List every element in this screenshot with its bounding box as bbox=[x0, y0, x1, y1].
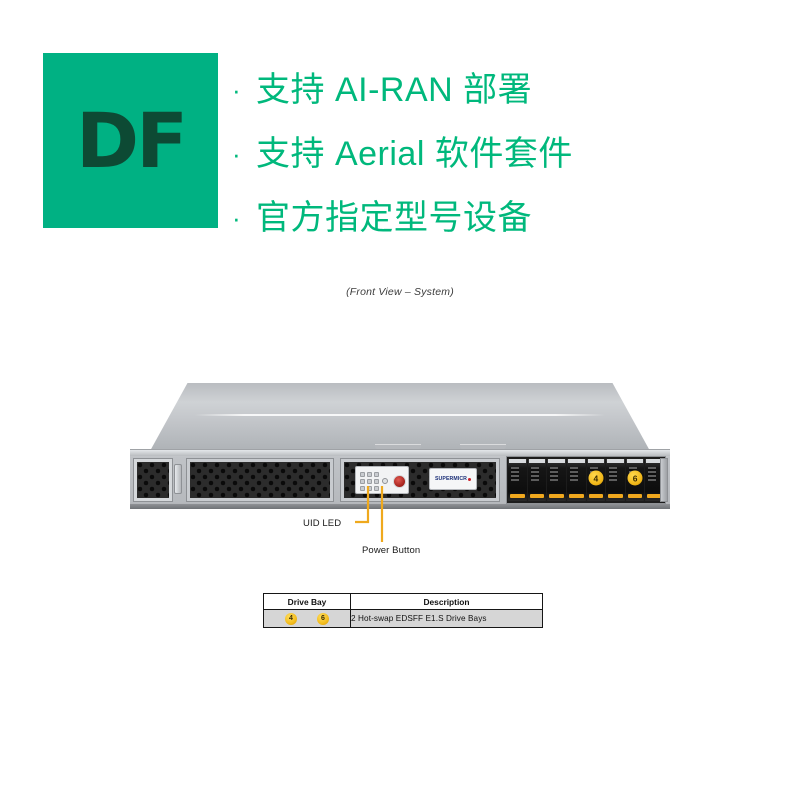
status-led bbox=[367, 486, 372, 491]
feature-item-1: · 支持 AI-RAN 部署 bbox=[232, 58, 772, 122]
feature-item-2: · 支持 Aerial 软件套件 bbox=[232, 122, 772, 186]
feature-list: · 支持 AI-RAN 部署 · 支持 Aerial 软件套件 · 官方指定型号… bbox=[232, 58, 772, 250]
bay-badge-6: 6 bbox=[317, 612, 329, 625]
drive-bay-bank: 4 6 bbox=[506, 456, 666, 504]
bullet-icon: · bbox=[232, 203, 242, 233]
control-panel-module: SUPERMICR bbox=[340, 458, 500, 502]
vent-mesh bbox=[190, 462, 330, 498]
status-led bbox=[360, 479, 365, 484]
status-led bbox=[360, 486, 365, 491]
feature-item-3-label: 官方指定型号设备 bbox=[256, 199, 532, 237]
slot-top-edge bbox=[646, 459, 663, 463]
table-row: 4 6 2 Hot-swap EDSFF E1.S Drive Bays bbox=[263, 609, 543, 628]
table-header-description: Description bbox=[350, 593, 543, 610]
control-panel-plate bbox=[355, 466, 409, 494]
table-cell-drive-bay-badges: 4 6 bbox=[263, 609, 351, 628]
slot-latch-icon bbox=[608, 494, 623, 498]
slot-vent-icon bbox=[530, 467, 539, 481]
drive-bay-slot-6[interactable]: 6 bbox=[625, 459, 645, 501]
slot-top-edge bbox=[509, 459, 526, 463]
status-led bbox=[367, 479, 372, 484]
ear-vent-mesh bbox=[137, 462, 169, 498]
chassis-top-rail bbox=[130, 450, 670, 456]
chassis-lid-notch bbox=[375, 444, 421, 451]
slot-vent-icon bbox=[569, 467, 578, 481]
power-button-icon[interactable] bbox=[393, 475, 406, 488]
status-led-cluster bbox=[360, 472, 379, 491]
status-led bbox=[367, 472, 372, 477]
slot-latch-icon bbox=[568, 494, 584, 498]
brand-logo-tile: DF bbox=[43, 53, 218, 228]
slot-top-edge bbox=[548, 459, 565, 463]
feature-item-2-label: 支持 Aerial 软件套件 bbox=[256, 135, 573, 173]
slot-top-edge bbox=[626, 459, 644, 463]
bullet-icon: · bbox=[232, 139, 242, 169]
promo-block: DF · 支持 AI-RAN 部署 · 支持 Aerial 软件套件 · 官方指… bbox=[0, 0, 800, 270]
feature-item-1-label: 支持 AI-RAN 部署 bbox=[256, 71, 533, 109]
drive-bay-slot[interactable] bbox=[527, 459, 547, 501]
chassis-ear-left bbox=[133, 458, 173, 502]
bay-badge-4: 4 bbox=[285, 612, 297, 625]
supermicro-brand-plate: SUPERMICR bbox=[429, 468, 477, 490]
slot-vent-icon bbox=[550, 467, 559, 481]
status-led bbox=[374, 479, 379, 484]
drive-bay-slot[interactable] bbox=[547, 459, 566, 501]
uid-led-icon[interactable] bbox=[382, 478, 388, 484]
status-led bbox=[374, 486, 379, 491]
chassis-lid bbox=[150, 383, 650, 451]
feature-item-3: · 官方指定型号设备 bbox=[232, 186, 772, 250]
chassis-front-panel: SUPERMICR bbox=[130, 449, 670, 509]
server-front-view-image: SUPERMICR bbox=[0, 330, 800, 580]
slot-latch-icon bbox=[549, 494, 564, 498]
drive-bay-number-badge: 4 bbox=[588, 470, 604, 486]
brand-dot-icon bbox=[468, 477, 472, 481]
slot-latch-icon bbox=[588, 494, 604, 498]
table-cell-description: 2 Hot-swap EDSFF E1.S Drive Bays bbox=[350, 609, 543, 628]
drive-bay-table: Drive Bay Description 4 6 2 Hot-swap EDS… bbox=[263, 593, 543, 628]
slot-vent-icon bbox=[609, 467, 618, 481]
drive-bay-slot-4[interactable]: 4 bbox=[586, 459, 606, 501]
front-vent-panel bbox=[186, 458, 334, 502]
drive-bay-number-badge: 6 bbox=[627, 470, 643, 486]
brand-logo-text: DF bbox=[75, 95, 188, 185]
chassis-lid-notch bbox=[460, 444, 506, 451]
chassis-ear-right bbox=[660, 458, 668, 502]
chassis-lid-surface bbox=[150, 383, 650, 451]
status-led bbox=[360, 472, 365, 477]
slot-latch-icon bbox=[510, 494, 525, 498]
slot-top-edge bbox=[528, 459, 546, 463]
bay-badge-group: 4 6 bbox=[264, 610, 350, 627]
slot-vent-icon bbox=[511, 467, 519, 481]
table-header-row: Drive Bay Description bbox=[263, 593, 543, 610]
slot-latch-icon bbox=[627, 494, 643, 498]
drive-bay-slot[interactable] bbox=[606, 459, 625, 501]
slot-latch-icon bbox=[529, 494, 545, 498]
table-header-drive-bay: Drive Bay bbox=[263, 593, 351, 610]
chassis-lid-crease bbox=[195, 414, 605, 417]
slot-top-edge bbox=[567, 459, 585, 463]
slot-vent-icon bbox=[648, 467, 657, 481]
chassis-bottom-rail bbox=[130, 504, 670, 509]
bullet-icon: · bbox=[232, 75, 242, 105]
slot-latch-icon bbox=[647, 494, 662, 498]
drive-bay-slot[interactable] bbox=[566, 459, 586, 501]
drive-bay-slot[interactable] bbox=[645, 459, 664, 501]
status-led bbox=[374, 472, 379, 477]
slot-top-edge bbox=[587, 459, 605, 463]
chassis-handle-left[interactable] bbox=[174, 464, 182, 494]
slot-top-edge bbox=[607, 459, 624, 463]
figure-caption: (Front View – System) bbox=[346, 286, 454, 298]
drive-bay-slot[interactable] bbox=[508, 459, 527, 501]
supermicro-brand-plate-text: SUPERMICR bbox=[434, 476, 468, 482]
